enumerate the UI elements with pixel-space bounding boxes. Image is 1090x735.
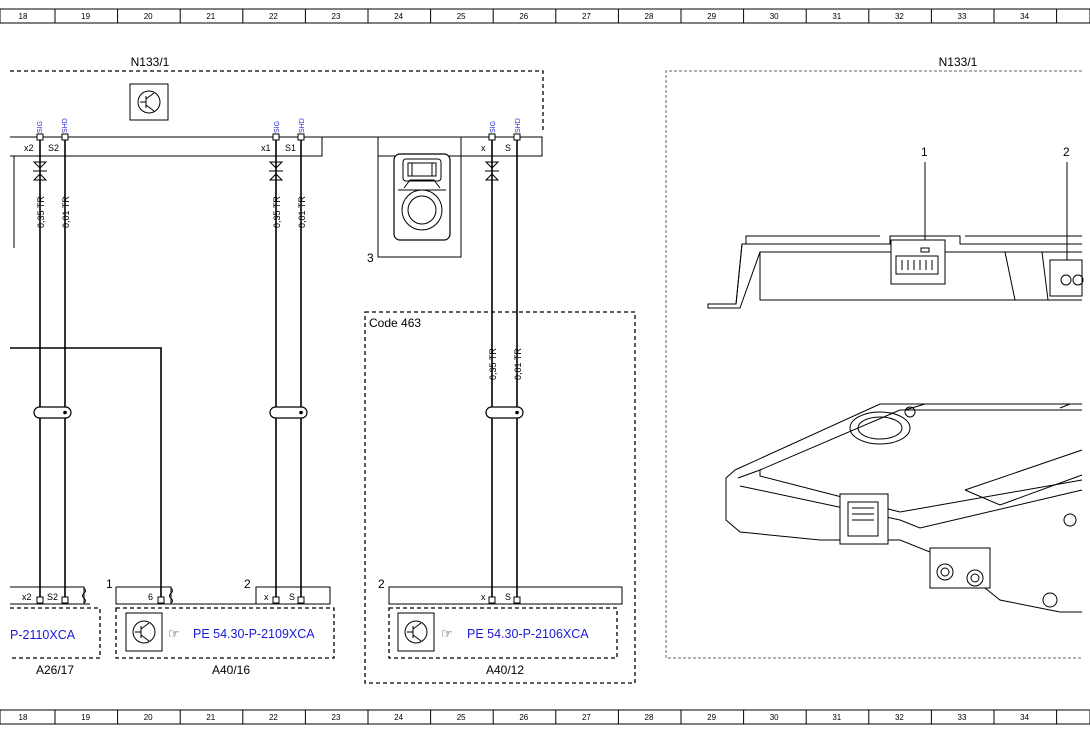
a40-16-pin-x: x	[264, 592, 269, 602]
bottom-ruler-number: 25	[457, 713, 466, 722]
a40-16-pin-s: S	[289, 592, 295, 602]
wires	[10, 140, 518, 598]
a26-pin-s2: S2	[47, 592, 58, 602]
a40-12-component	[388, 586, 623, 659]
top-ruler-number: 29	[707, 12, 716, 21]
a40-12-pin-s: S	[505, 592, 511, 602]
top-ruler-number: 27	[582, 12, 591, 21]
a40-12-reference-link[interactable]: PE 54.30-P-2106XCA	[467, 627, 589, 641]
sig-label-c: SIG	[490, 121, 497, 133]
bottom-ruler-number: 24	[394, 713, 403, 722]
top-ruler-number: 28	[645, 12, 654, 21]
shield-twist-markers	[33, 406, 524, 419]
bottom-ruler-number: 32	[895, 713, 904, 722]
connector-3-drawing	[393, 153, 451, 241]
n133-module-outline	[10, 70, 544, 131]
a40-12-label: A40/12	[486, 663, 524, 677]
a40-16-reference-link[interactable]: PE 54.30-P-2109XCA	[193, 627, 315, 641]
a26-pin-x2: x2	[22, 592, 32, 602]
bottom-ruler-number: 23	[332, 713, 341, 722]
connector-3-label: 3	[367, 251, 374, 265]
bottom-ruler-number: 34	[1020, 713, 1029, 722]
top-ruler-number: 18	[19, 12, 28, 21]
callout-2: 2	[1063, 145, 1070, 159]
top-ruler-number: 26	[519, 12, 528, 21]
top-ruler-number: 33	[958, 12, 967, 21]
a40-12-pin-x: x	[481, 592, 486, 602]
a40-16-pin-6: 6	[148, 592, 153, 602]
bottom-ruler-number: 22	[269, 713, 278, 722]
top-ruler-number: 30	[770, 12, 779, 21]
bottom-ruler-number: 30	[770, 713, 779, 722]
shd-label-b: SHD	[299, 118, 306, 133]
bottom-ruler-number: 18	[19, 713, 28, 722]
n133-picture-frame	[665, 70, 1082, 659]
pointing-hand-icon-2: ☞	[441, 626, 453, 641]
bottom-ruler-number: 33	[958, 713, 967, 722]
shd-label-c: SHD	[515, 118, 522, 133]
wire-label-6: 0,01 TR	[513, 348, 523, 380]
bottom-ruler-number: 27	[582, 713, 591, 722]
bottom-ruler-number: 19	[81, 713, 90, 722]
transistor-symbol-icon	[129, 83, 169, 121]
top-ruler-number: 32	[895, 12, 904, 21]
top-ruler-number: 25	[457, 12, 466, 21]
callout-1: 1	[921, 145, 928, 159]
bottom-ruler: 18 19 20 21 22 23 24 25 26 27 28 29 30 31 32 33 34	[0, 709, 1090, 725]
top-ruler: 18 19 20 21 22 23 24 25 26 27 28 29 30 31 32 33 34	[0, 8, 1090, 24]
wire-label-2: 0,01 TR	[61, 196, 71, 228]
a26-17-component	[10, 586, 101, 659]
n133-label-right: N133/1	[939, 55, 978, 69]
wire-label-1: 0,35 TR	[36, 196, 46, 228]
pin-x1-top: x1	[261, 143, 271, 153]
bottom-ruler-number: 28	[645, 713, 654, 722]
code-463-label: Code 463	[369, 316, 421, 330]
top-ruler-number: 34	[1020, 12, 1029, 21]
a40-16-label: A40/16	[212, 663, 250, 677]
wire-label-4: 0,01 TR	[297, 196, 307, 228]
n133-side-view-drawing	[707, 162, 1084, 309]
pin-x2-top: x2	[24, 143, 34, 153]
top-ruler-number: 22	[269, 12, 278, 21]
top-ruler-number: 20	[144, 12, 153, 21]
pin-s2-top: S2	[48, 143, 59, 153]
top-ruler-number: 19	[81, 12, 90, 21]
pointing-hand-icon: ☞	[168, 626, 180, 641]
sig-label-b: SIG	[274, 121, 281, 133]
top-ruler-number: 21	[206, 12, 215, 21]
a40-16-marker-1: 1	[106, 577, 113, 591]
a40-16-component	[115, 586, 335, 659]
top-ruler-number: 24	[394, 12, 403, 21]
n133-label-left: N133/1	[131, 55, 170, 69]
a26-reference-link[interactable]: P-2110XCA	[10, 628, 76, 642]
n133-3d-view-drawing	[725, 403, 1083, 613]
bottom-ruler-number: 21	[206, 713, 215, 722]
a26-17-label: A26/17	[36, 663, 74, 677]
shd-label-a: SHD	[62, 118, 69, 133]
top-ruler-number: 31	[832, 12, 841, 21]
bottom-ruler-number: 31	[832, 713, 841, 722]
code-463-box	[364, 311, 636, 684]
wire-label-5: 0,35 TR	[488, 348, 498, 380]
top-ruler-number: 23	[332, 12, 341, 21]
pin-s-top: S	[505, 143, 511, 153]
bottom-ruler-number: 29	[707, 713, 716, 722]
a40-16-marker-2: 2	[244, 577, 251, 591]
wire-label-3: 0,35 TR	[272, 196, 282, 228]
sig-label-a: SIG	[37, 121, 44, 133]
pin-s1-top: S1	[285, 143, 296, 153]
bottom-ruler-number: 20	[144, 713, 153, 722]
pin-x-top: x	[481, 143, 486, 153]
bottom-ruler-number: 26	[519, 713, 528, 722]
a40-12-marker-2: 2	[378, 577, 385, 591]
